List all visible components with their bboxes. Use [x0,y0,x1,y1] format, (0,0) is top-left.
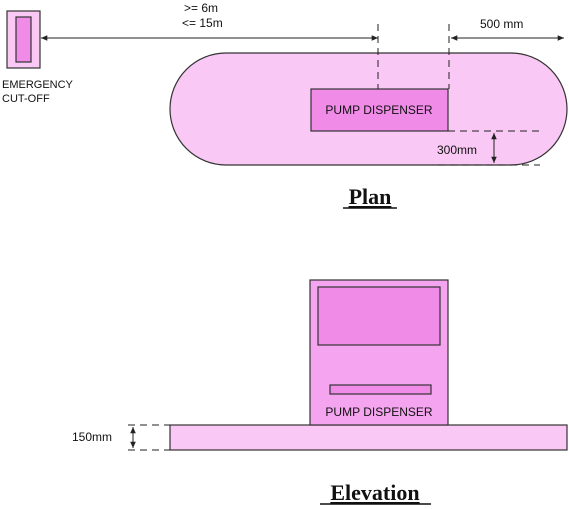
emergency-cutoff-label-2: CUT-OFF [2,93,50,105]
elevation-base [169,424,568,451]
distance-min-label: >= 6m [184,1,218,15]
emergency-cutoff-label-1: EMERGENCY [2,79,74,91]
plan-title: Plan [349,184,392,209]
plan-view: EMERGENCY CUT-OFF PUMP DISPENSER >= 6m <… [2,1,568,209]
elevation-pump-label: PUMP DISPENSER [325,405,432,419]
emergency-cutoff-inner [15,16,32,63]
plan-pump-label: PUMP DISPENSER [325,103,432,117]
elevation-pump-slot [329,384,432,395]
distance-max-label: <= 15m [182,16,223,30]
offset-300-label: 300mm [437,143,477,157]
elevation-view: PUMP DISPENSER 150mm Elevation [72,279,568,505]
offset-500-label: 500 mm [480,17,523,31]
base-height-label: 150mm [72,430,112,444]
elevation-pump-screen [317,286,441,346]
elevation-title: Elevation [330,480,419,505]
plan-pump-dispenser [310,88,449,132]
